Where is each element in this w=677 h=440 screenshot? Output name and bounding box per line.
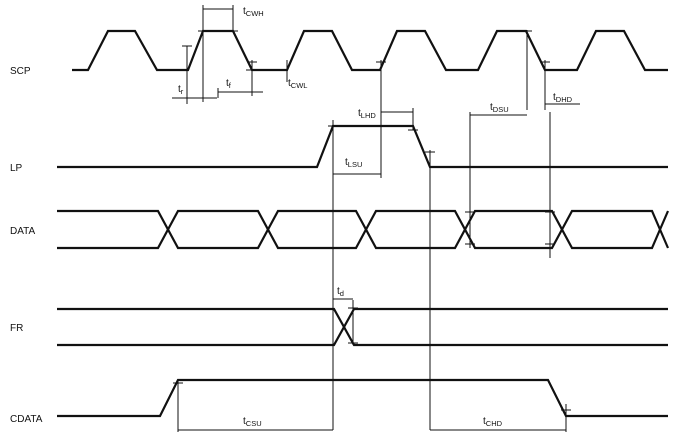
- tlsu-label: tLSU: [345, 157, 362, 169]
- tcwl-label: tCWL: [288, 78, 307, 90]
- fr-label: FR: [10, 323, 23, 334]
- edge-ticks: [173, 30, 571, 411]
- tlhd-label: tLHD: [358, 108, 376, 120]
- fr-lower: [57, 307, 668, 347]
- tchd-label: tCHD: [483, 416, 503, 428]
- tcsu-label: tCSU: [243, 416, 262, 428]
- lp-label: LP: [10, 163, 23, 174]
- scp-label: SCP: [10, 66, 31, 77]
- cdata-label: CDATA: [10, 414, 43, 425]
- data-label: DATA: [10, 226, 36, 237]
- fr-upper: [57, 307, 668, 347]
- scp-waveform: [72, 29, 668, 72]
- cdata-waveform: [57, 378, 668, 418]
- td-label: td: [337, 286, 344, 298]
- lp-waveform: [57, 124, 668, 169]
- tdhd-label: tDHD: [553, 92, 573, 104]
- data-bus-upper: [57, 209, 670, 250]
- tf-label: tf: [226, 78, 232, 90]
- dimension-lines: [172, 8, 580, 431]
- tr-label: tr: [178, 84, 184, 96]
- tcwh-label: tCWH: [243, 6, 264, 18]
- reference-lines: [177, 5, 567, 432]
- data-bus-lower: [57, 209, 670, 250]
- tdsu-label: tDSU: [490, 102, 509, 114]
